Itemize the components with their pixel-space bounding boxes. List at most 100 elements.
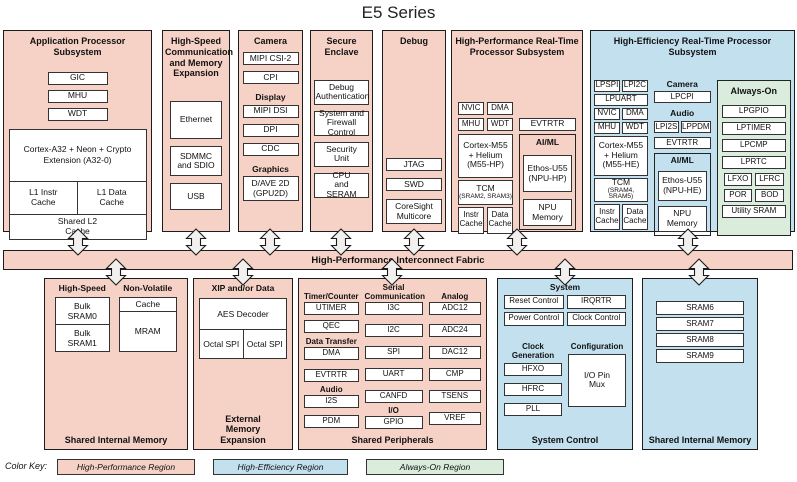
- data-cache-box: Data Cache: [621, 203, 648, 230]
- camera-section-header: Camera: [666, 78, 698, 89]
- lfrc-box: LFRC: [755, 172, 785, 186]
- tcm-box: TCM(SRAM2, SRAM3): [458, 179, 513, 205]
- aiml-group: AI/ML Ethos-U55 (NPU-HE) NPU Memory: [653, 153, 711, 236]
- high-efficiency-rt-subsystem-block: High-Efficiency Real-Time Processor Subs…: [590, 30, 795, 236]
- legend-high-performance: High-Performance Region: [57, 459, 195, 475]
- bulk-sram-box: Bulk SRAM0 Bulk SRAM1: [55, 296, 110, 352]
- sram6-box: SRAM6: [656, 301, 744, 315]
- mhu-box: MHU: [458, 117, 484, 131]
- bus-arrow-camera: [259, 228, 281, 256]
- cortex-m55-he-box: Cortex-M55 + Helium (M55-HE): [594, 135, 648, 176]
- analog-header: Analog: [441, 291, 469, 301]
- gpio-box: GPIO: [364, 416, 423, 430]
- npu-memory-box: NPU Memory: [657, 205, 707, 232]
- block-footer: Shared Internal Memory: [64, 434, 168, 445]
- cortex-a32-cluster-box: Cortex-A32 + Neon + Crypto Extension (A3…: [8, 128, 147, 240]
- cpu-seram-box: CPU and SERAM: [314, 170, 369, 199]
- graphics-section-header: Graphics: [252, 163, 289, 174]
- bulk-sram0-cell: Bulk SRAM0: [67, 300, 97, 321]
- lpspi-box: LPSPI: [594, 79, 620, 92]
- high-speed-comm-memory-expansion-block: High-Speed Communication and Memory Expa…: [162, 30, 234, 232]
- cdc-box: CDC: [242, 142, 299, 156]
- audio-section-header: Audio: [670, 108, 695, 119]
- aes-decoder-cell: AES Decoder: [217, 308, 269, 319]
- camera-section-header: Camera: [253, 36, 288, 46]
- bus-arrow-app: [67, 228, 89, 256]
- lpcmp-box: LPCMP: [721, 138, 786, 152]
- lpgpio-box: LPGPIO: [721, 104, 786, 118]
- swd-box: SWD: [386, 178, 442, 191]
- hfxo-box: HFXO: [504, 363, 562, 377]
- hfrc-box: HFRC: [504, 383, 562, 397]
- gic-box: GIC: [47, 71, 108, 85]
- utility-sram-box: Utility SRAM: [721, 204, 786, 218]
- uart-box: UART: [364, 368, 423, 381]
- cortex-a32-label: Cortex-A32 + Neon + Crypto Extension (A3…: [23, 143, 132, 166]
- fabric-label: High-Performance Interconnect Fabric: [311, 254, 485, 266]
- lfxo-box: LFXO: [723, 172, 753, 186]
- irqrtr-box: IRQRTR: [566, 294, 626, 309]
- diagram-title: E5 Series: [361, 3, 436, 22]
- nvic-box: NVIC: [458, 101, 484, 115]
- aiml-header: AI/ML: [670, 155, 694, 166]
- lppdm-box: LPPDM: [681, 121, 711, 134]
- color-key-label: Color Key:: [5, 461, 48, 471]
- l1-data-cache-cell: L1 Data Cache: [77, 181, 146, 214]
- configuration-header: Configuration: [570, 341, 624, 351]
- non-volatile-box: Cache MRAM: [118, 296, 177, 352]
- always-on-block: Always-On LPGPIO LPTIMER LPCMP LPRTC LFX…: [716, 79, 792, 236]
- sram9-box: SRAM9: [656, 349, 744, 363]
- sram7-box: SRAM7: [656, 317, 744, 331]
- interconnect-fabric-bar: High-Performance Interconnect Fabric: [3, 250, 793, 270]
- block-title: High-Speed Communication and Memory Expa…: [165, 36, 234, 79]
- data-cache-box: Data Cache: [487, 206, 513, 234]
- mipi-csi2-box: MIPI CSI-2: [242, 51, 299, 65]
- block-footer: Shared Peripherals: [351, 434, 434, 445]
- aiml-group: AI/ML Ethos-U55 (NPU-HP) NPU Memory: [519, 133, 576, 231]
- tsens-box: TSENS: [428, 390, 481, 403]
- block-title: Secure Enclave: [324, 36, 359, 57]
- shared-internal-memory-left-block: High-Speed Bulk SRAM0 Bulk SRAM1 Non-Vol…: [44, 278, 188, 450]
- mhu-box: MHU: [594, 121, 620, 134]
- bus-arrow-debug: [403, 228, 425, 256]
- aiml-header: AI/ML: [535, 136, 560, 147]
- bus-arrow-hs-comm: [185, 228, 207, 256]
- debug-authentication-box: Debug Authentication: [314, 79, 369, 105]
- lpi2c-box: LPI2C: [621, 79, 648, 92]
- secure-enclave-block: Secure Enclave Debug Authentication Syst…: [310, 30, 373, 232]
- block-footer: Shared Internal Memory: [648, 434, 752, 445]
- bus-arrow-hp-rt: [506, 228, 528, 256]
- external-memory-expansion-block: XIP and/or Data AES Decoder Octal SPI Oc…: [193, 278, 293, 450]
- instr-cache-box: Instr Cache: [594, 203, 620, 230]
- adc12-box: ADC12: [428, 302, 481, 315]
- bus-arrow-he-rt: [677, 228, 699, 256]
- block-title: Application Processor Subsystem: [29, 36, 126, 57]
- block-title: High-Performance Real-Time Processor Sub…: [455, 36, 579, 57]
- ethos-u55-he-box: Ethos-U55 (NPU-HE): [657, 170, 707, 201]
- wdt-box: WDT: [487, 117, 513, 131]
- spi-box: SPI: [364, 346, 423, 359]
- sram8-box: SRAM8: [656, 333, 744, 347]
- block-title: High-Efficiency Real-Time Processor Subs…: [613, 36, 772, 57]
- io-pin-mux-box: I/O Pin Mux: [568, 353, 626, 407]
- data-transfer-header: Data Transfer: [305, 337, 357, 346]
- gpu2d-box: D/AVE 2D (GPU2D): [242, 176, 299, 202]
- lpcpi-box: LPCPI: [653, 91, 711, 104]
- block-footer: External Memory Expansion: [220, 413, 266, 445]
- ethernet-box: Ethernet: [170, 101, 222, 140]
- mipi-dsi-box: MIPI DSI: [242, 104, 299, 118]
- bus-arrow-sim-right: [688, 258, 710, 286]
- reset-control-box: Reset Control: [504, 294, 564, 309]
- shared-peripherals-block: Timer/Counter UTIMER QEC Data Transfer D…: [298, 278, 487, 450]
- coresight-multicore-box: CoreSight Multicore: [386, 199, 442, 224]
- ethos-u55-hp-box: Ethos-U55 (NPU-HP): [523, 155, 572, 193]
- bulk-sram1-cell: Bulk SRAM1: [56, 323, 109, 351]
- adc24-box: ADC24: [428, 324, 481, 337]
- lptimer-box: LPTIMER: [721, 121, 786, 135]
- high-performance-rt-subsystem-block: High-Performance Real-Time Processor Sub…: [451, 30, 583, 234]
- lpi2s-box: LPI2S: [653, 121, 680, 134]
- display-section-header: Display: [255, 91, 286, 102]
- cortex-m55-hp-box: Cortex-M55 + Helium (M55-HP): [458, 133, 513, 178]
- npu-memory-box: NPU Memory: [523, 199, 572, 227]
